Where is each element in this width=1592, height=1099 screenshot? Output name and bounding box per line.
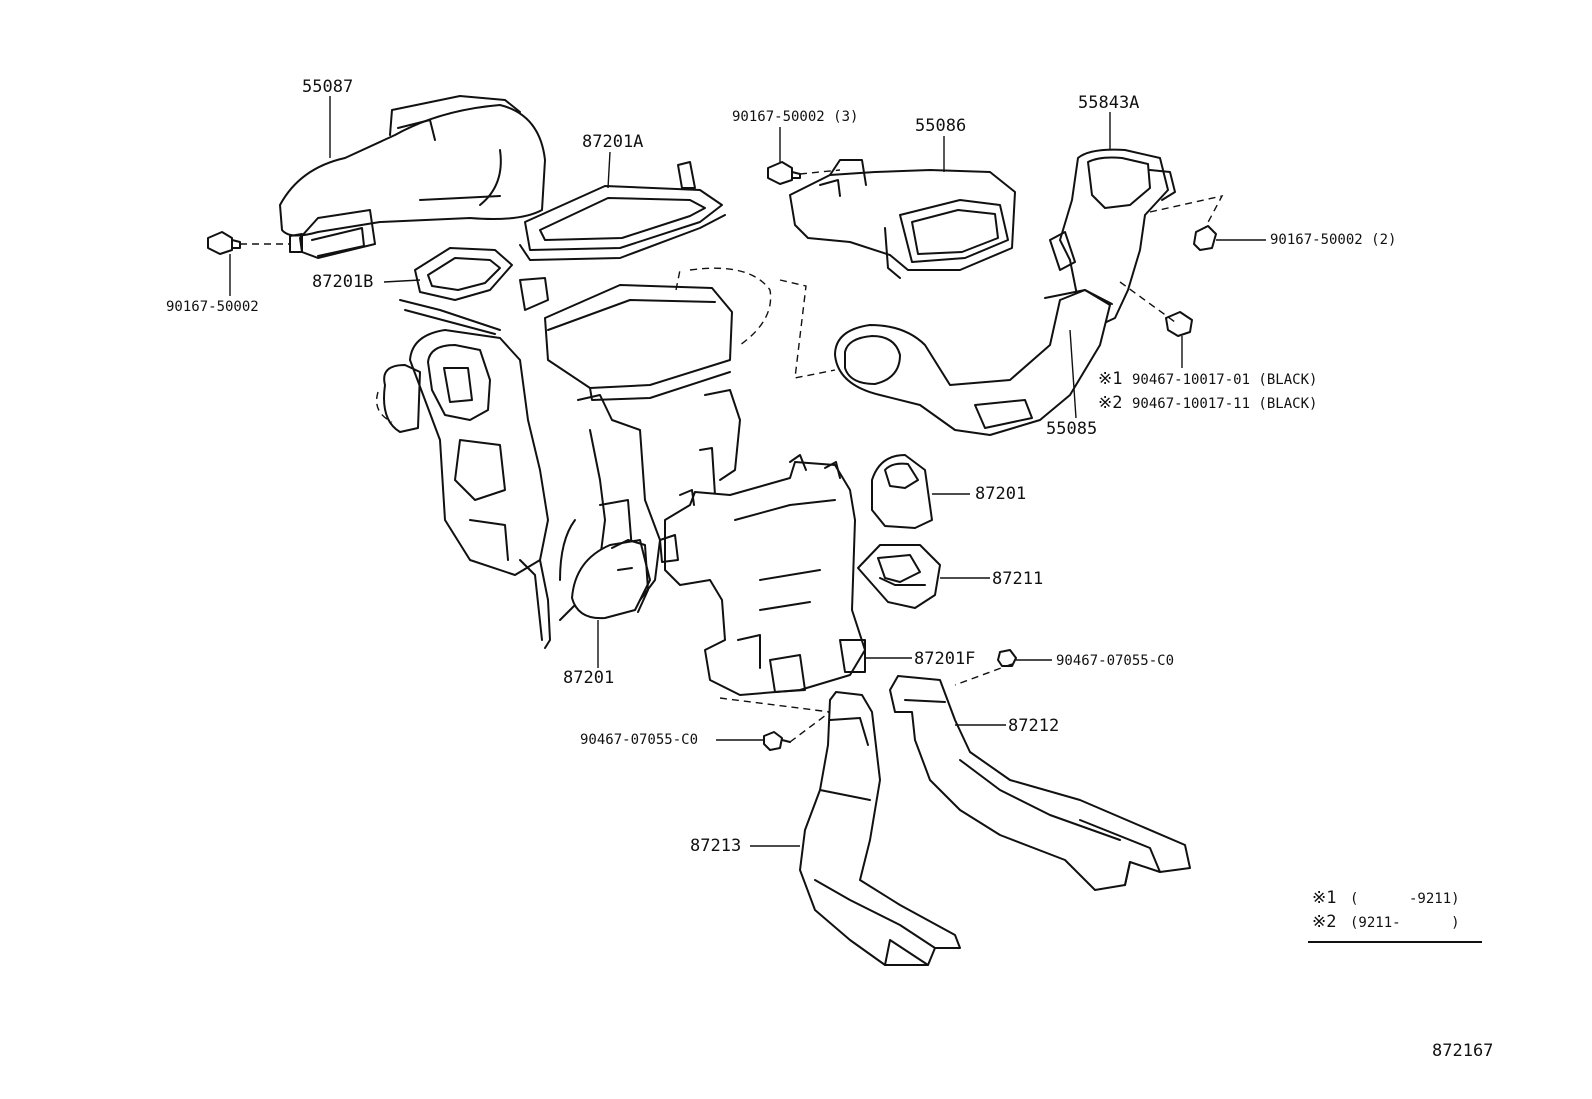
legend-mark-1: ※1 bbox=[1312, 888, 1337, 908]
label-87211: 87211 bbox=[992, 569, 1044, 589]
label-87201F: 87201F bbox=[914, 649, 976, 669]
legend-range-2: (9211- ) bbox=[1350, 915, 1460, 931]
label-55843A: 55843A bbox=[1078, 93, 1140, 113]
screw-90467-07055-left bbox=[764, 732, 790, 750]
label-90467-10017-01: 90467-10017-01 (BLACK) bbox=[1132, 372, 1318, 388]
label-55086: 55086 bbox=[915, 116, 967, 136]
legend-range-1: ( -9211) bbox=[1350, 891, 1460, 907]
duct-55085 bbox=[835, 290, 1112, 435]
label-87201-lower: 87201 bbox=[563, 668, 615, 688]
duct-87213 bbox=[800, 692, 960, 965]
duct-87201F bbox=[660, 455, 865, 695]
legend-mark-2: ※2 bbox=[1312, 912, 1337, 932]
marker-2: ※2 bbox=[1098, 393, 1123, 413]
clip-90467-10017 bbox=[1166, 312, 1192, 336]
gasket-87201B bbox=[400, 248, 512, 334]
screw-90467-07055-right bbox=[998, 650, 1016, 666]
duct-87212 bbox=[890, 676, 1190, 890]
clip-90167-right bbox=[1194, 226, 1216, 250]
label-87212: 87212 bbox=[1008, 716, 1060, 736]
label-90467-07055-C0-right: 90467-07055-C0 bbox=[1056, 653, 1175, 669]
label-87201-right: 87201 bbox=[975, 484, 1027, 504]
duct-55843A bbox=[1050, 150, 1175, 325]
label-55087: 55087 bbox=[302, 77, 354, 97]
label-90167-50002-2: 90167-50002 (2) bbox=[1270, 232, 1397, 248]
label-90167-50002: 90167-50002 bbox=[166, 299, 259, 315]
duct-87211 bbox=[858, 545, 940, 608]
label-90167-50002-3: 90167-50002 (3) bbox=[732, 109, 859, 125]
label-87201B: 87201B bbox=[312, 272, 374, 292]
duct-55086 bbox=[790, 160, 1015, 278]
heater-unit bbox=[377, 268, 771, 648]
duct-55087 bbox=[280, 96, 545, 258]
duct-87201-right bbox=[872, 455, 932, 528]
label-87213: 87213 bbox=[690, 836, 742, 856]
clip-90167-left bbox=[208, 232, 240, 254]
label-90467-07055-C0-left: 90467-07055-C0 bbox=[580, 732, 699, 748]
label-87201A: 87201A bbox=[582, 132, 644, 152]
marker-1: ※1 bbox=[1098, 369, 1123, 389]
gasket-87201A bbox=[520, 162, 725, 260]
label-55085: 55085 bbox=[1046, 419, 1098, 439]
leader-lines bbox=[230, 96, 1266, 846]
label-90467-10017-11: 90467-10017-11 (BLACK) bbox=[1132, 396, 1318, 412]
figure-code: 872167 bbox=[1432, 1041, 1494, 1061]
duct-87201-lower bbox=[572, 540, 650, 618]
clip-90167-top bbox=[768, 162, 800, 184]
